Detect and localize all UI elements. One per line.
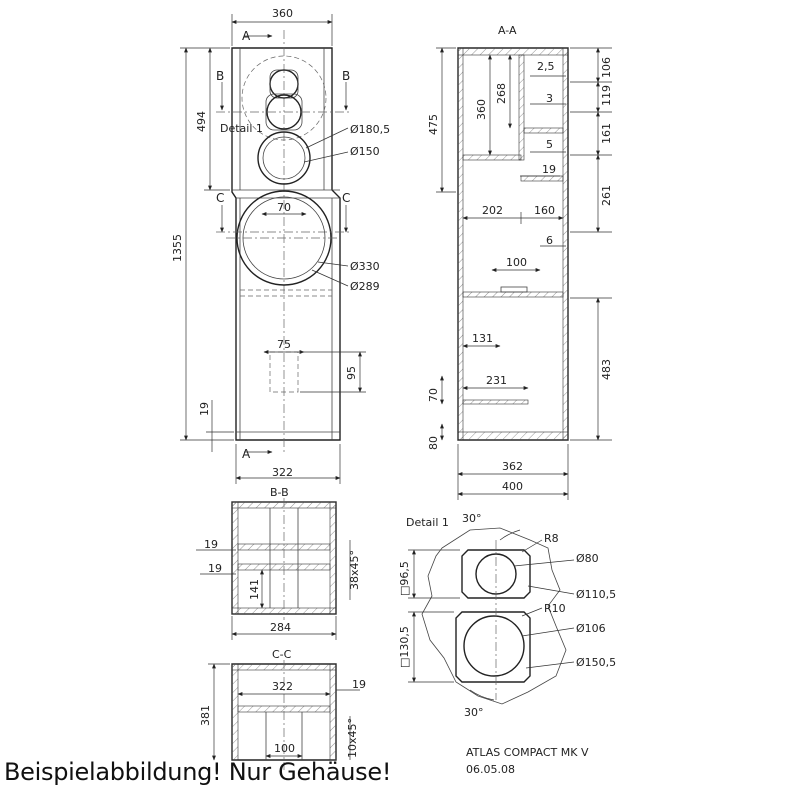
detail-d150-5: Ø150,5 (576, 656, 616, 669)
aa-d-3: 3 (546, 92, 553, 105)
caption-banner: Beispielabbildung! Nur Gehäuse! (4, 758, 392, 786)
model-name: ATLAS COMPACT MK V (466, 746, 589, 759)
aa-w-160: 160 (534, 204, 555, 217)
bb-d-141: 141 (248, 579, 261, 600)
section-c-right: C (342, 191, 350, 205)
title-block: ATLAS COMPACT MK V 06.05.08 (466, 746, 589, 776)
cc-d-19: 19 (352, 678, 366, 691)
aa-d-5: 5 (546, 138, 553, 151)
dim-95: 95 (345, 366, 358, 380)
dim-75: 75 (277, 338, 291, 351)
dia-330: Ø330 (350, 260, 380, 273)
mid-flange (455, 611, 531, 683)
section-c-left: C (216, 191, 224, 205)
aa-d-2-5: 2,5 (537, 60, 555, 73)
aa-r-483: 483 (600, 359, 613, 380)
detail-r8: R8 (544, 532, 559, 545)
detail-angle-bottom: 30° (464, 706, 484, 719)
detail-r10: R10 (544, 602, 566, 615)
aa-w-231: 231 (486, 374, 507, 387)
cc-w-322: 322 (272, 680, 293, 693)
aa-h-80: 80 (427, 436, 440, 450)
section-bb-title: B-B (270, 486, 289, 499)
section-a-top: A (242, 29, 251, 43)
section-a-bottom: A (242, 447, 251, 461)
section-c-c: C-C 322 19 381 10x45° 100 (199, 648, 366, 770)
dia-289: Ø289 (350, 280, 380, 293)
front-height-total: 1355 (171, 234, 184, 262)
detail-1-marker: Detail 1 (220, 122, 263, 135)
aa-w-400: 400 (502, 480, 523, 493)
bb-w-284: 284 (270, 621, 291, 634)
aa-w-131: 131 (472, 332, 493, 345)
front-width-top: 360 (272, 7, 293, 20)
midrange-outer (257, 131, 311, 185)
section-a-a: A-A (427, 24, 613, 500)
detail-d106: Ø106 (576, 622, 606, 635)
aa-r-106: 106 (600, 57, 613, 78)
detail-1: Detail 1 30° 30° R8 Ø80 Ø110,5 R10 Ø106 … (398, 512, 616, 719)
aa-r-119: 119 (600, 85, 613, 106)
cabinet-outline (231, 47, 341, 441)
aa-w-100: 100 (506, 256, 527, 269)
section-b-left: B (216, 69, 224, 83)
aa-d-6: 6 (546, 234, 553, 247)
front-height-upper: 494 (195, 111, 208, 132)
front-view: 360 322 1355 494 19 A A B B C C Detail 1… (171, 7, 390, 484)
section-b-b: B-B 19 19 141 38x45° 284 (196, 486, 361, 640)
detail-1-title: Detail 1 (406, 516, 449, 529)
detail-d80: Ø80 (576, 552, 599, 565)
aa-h-70: 70 (427, 388, 440, 402)
tweeter-flange (461, 549, 531, 599)
dim-70: 70 (277, 201, 291, 214)
dia-180-5: Ø180,5 (350, 123, 390, 136)
aa-h-475: 475 (427, 114, 440, 135)
front-width-bottom: 322 (272, 466, 293, 479)
detail-break-outline (421, 527, 567, 705)
detail-sq130-5: □130,5 (398, 626, 411, 668)
section-cc-title: C-C (272, 648, 292, 661)
aa-r-261: 261 (600, 185, 613, 206)
detail-d110-5: Ø110,5 (576, 588, 616, 601)
front-foot: 19 (198, 402, 211, 416)
cc-w-100: 100 (274, 742, 295, 755)
cc-h-381: 381 (199, 705, 212, 726)
drawing-date: 06.05.08 (466, 763, 515, 776)
aa-w-202: 202 (482, 204, 503, 217)
detail-sq96-5: □96,5 (398, 561, 411, 596)
aa-h-360: 360 (475, 99, 488, 120)
cc-chamfer: 10x45° (346, 718, 359, 758)
bb-d-19b: 19 (208, 562, 222, 575)
detail-angle-top: 30° (462, 512, 482, 525)
midrange-inner (262, 136, 306, 180)
aa-d-19: 19 (542, 163, 556, 176)
dia-150: Ø150 (350, 145, 380, 158)
aa-w-362: 362 (502, 460, 523, 473)
bb-d-19a: 19 (204, 538, 218, 551)
aa-r-161: 161 (600, 123, 613, 144)
aa-h-268: 268 (495, 83, 508, 104)
section-aa-title: A-A (498, 24, 517, 37)
section-b-right: B (342, 69, 350, 83)
bb-chamfer: 38x45° (348, 550, 361, 590)
mid-cutout (463, 615, 525, 677)
